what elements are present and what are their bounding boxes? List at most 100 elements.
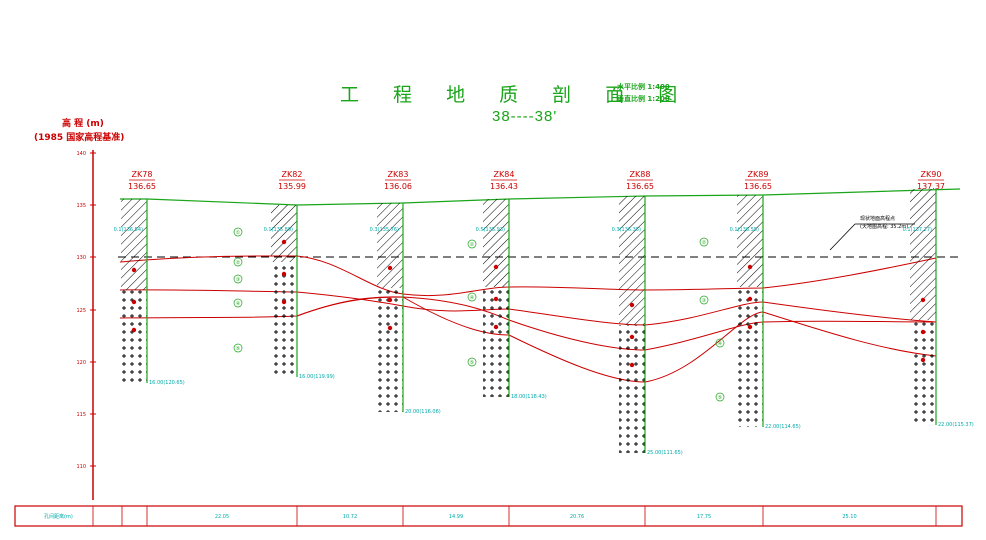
granite-column [619,325,645,453]
layer-marker [715,338,725,348]
sample-marker [920,297,926,303]
distance-value: 10.72 [343,514,357,520]
stratum-boundary [119,296,937,351]
layer-number: ④ [470,295,475,301]
borehole-bottom-label: 16.00(120.65) [149,380,185,386]
vertical-scale: 垂直比例 1:200 [617,95,670,103]
borehole-bottom-label: 16.00(119.99) [299,374,335,380]
water-level-label: 0.3(136.35) [612,227,641,233]
sample-marker [629,362,635,368]
borehole-id: ZK90 [921,170,942,179]
layer-number: ② [236,260,241,266]
layer-marker [699,295,709,305]
axis-tick-label: 135 [76,203,86,209]
axis-tick-label: 110 [76,464,86,470]
sample-marker [131,267,137,273]
sample-marker [747,324,753,330]
layer-number: ⑤ [236,346,240,352]
borehole-elevation: 136.65 [128,182,156,191]
sample-marker [387,265,393,271]
water-level-label: 0.1(136.54) [114,227,143,233]
borehole-bottom-label: 22.00(114.65) [765,424,801,430]
sample-marker [387,297,393,303]
borehole-elevation: 136.43 [490,182,518,191]
layer-number: ⑤ [718,395,722,401]
layer-number: ③ [702,298,706,304]
section-label: 38----38' [492,108,558,125]
borehole-elevation: 137.37 [917,182,945,191]
borehole-id: ZK83 [388,170,409,179]
layer-marker [233,298,243,308]
stratum-boundary [119,255,937,297]
sample-marker [387,325,393,331]
layer-marker [467,239,477,249]
borehole-elevation: 136.06 [384,182,412,191]
axis-tick-label: 115 [76,412,86,418]
layer-number: ② [702,240,707,246]
distance-value: 17.75 [697,514,711,520]
layer-marker [233,257,243,267]
sample-marker [493,296,499,302]
layer-number: ⑤ [470,360,474,366]
sample-marker [920,357,926,363]
fill-soil-column [737,195,763,287]
borehole-id: ZK82 [282,170,303,179]
layer-number: ③ [236,277,240,283]
sample-marker [629,334,635,340]
axis-tick-label: 125 [76,308,86,314]
borehole-elevation: 136.65 [626,182,654,191]
layer-marker [699,237,709,247]
sample-marker [131,327,137,333]
sample-marker [131,299,137,305]
borehole-elevation: 136.65 [744,182,772,191]
distance-value: 22.05 [215,514,229,520]
distance-value: 25.10 [842,514,856,520]
layer-marker [715,392,725,402]
layer-marker [233,227,243,237]
sample-marker [747,264,753,270]
fill-soil-column [377,203,403,288]
sample-marker [281,271,287,277]
stratum-boundary [119,289,937,326]
sample-marker [281,239,287,245]
layer-marker [233,343,243,353]
horizontal-scale: 水平比例 1:400 [617,83,670,91]
sample-marker [747,296,753,302]
borehole-bottom-label: 18.00(118.43) [511,394,547,400]
granite-column [483,287,509,397]
borehole-id: ZK88 [630,170,651,179]
fill-soil-column [483,199,509,287]
datum-label: (1985 国家高程基准) [34,133,125,143]
borehole-bottom-label: 20.00(116.06) [405,409,441,415]
water-level-label: 0.3(135.76) [370,227,399,233]
borehole-id: ZK89 [748,170,769,179]
axis-tick-label: 120 [76,360,86,366]
axis-tick-label: 140 [76,151,86,157]
borehole-bottom-label: 25.00(111.65) [647,450,683,456]
water-level-label: 0.1(135.89) [264,227,293,233]
sample-marker [629,302,635,308]
fill-soil-column [121,199,147,290]
note-text: (天地图高程: 35.2m) [860,223,908,230]
granite-column [271,262,297,377]
sample-marker [920,329,926,335]
borehole-bottom-label: 22.00(115.37) [938,422,974,428]
layer-marker [467,292,477,302]
layer-number: ④ [236,301,241,307]
fill-soil-column [271,205,297,262]
drawing-title: 工 程 地 质 剖 面 图 [340,84,692,106]
layer-number: ④ [718,341,723,347]
granite-column [910,320,936,425]
borehole-id: ZK84 [494,170,515,179]
axis-label: 高 程 (m) [62,119,104,129]
ground-surface-line [120,188,961,206]
layer-marker [233,274,243,284]
sample-marker [493,264,499,270]
axis-tick-label: 130 [76,255,86,261]
layer-marker [467,357,477,367]
sample-marker [493,324,499,330]
note-leader [829,223,856,251]
borehole-id: ZK78 [132,170,153,179]
note-text: 现状地面高程点 [860,215,895,222]
